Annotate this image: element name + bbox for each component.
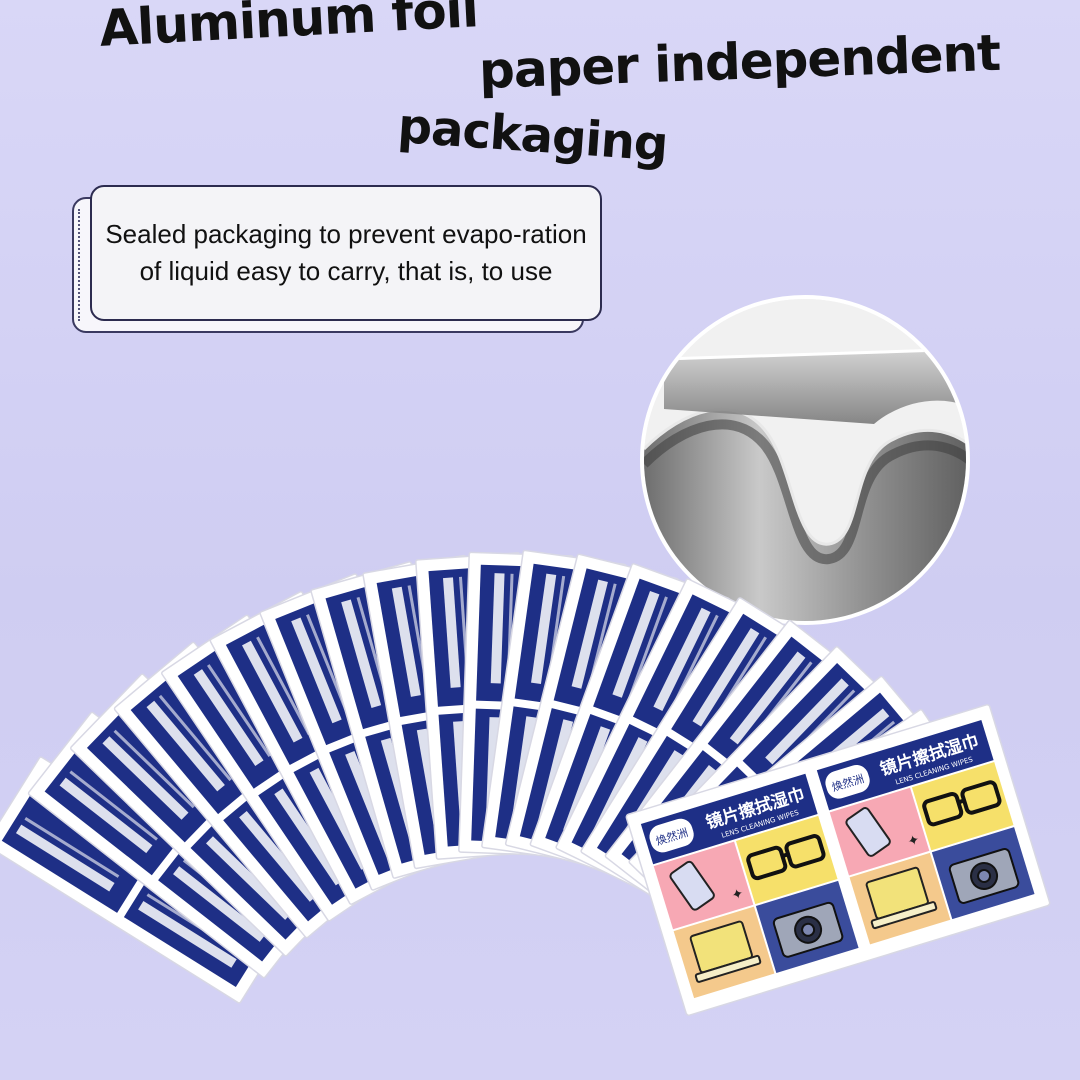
phone-icon: [669, 860, 715, 911]
note-text: Sealed packaging to prevent evapo-ration…: [105, 219, 587, 286]
note-card: Sealed packaging to prevent evapo-ration…: [90, 185, 602, 321]
sparkle-icon: ✦: [905, 831, 921, 850]
sparkle-icon: ✦: [729, 884, 745, 903]
camera-icon: [772, 901, 844, 958]
camera-icon: [948, 848, 1020, 904]
laptop-icon: [865, 866, 938, 930]
aluminum-foil-photo: [640, 295, 970, 625]
glasses-icon: [746, 834, 826, 881]
front-packet: 焕然洲 镜片擦拭湿巾 LENS CLEANING WIPES ✦ 焕然洲 镜片擦…: [625, 704, 1051, 1016]
glasses-icon: [922, 780, 1002, 827]
phone-icon: [845, 807, 891, 857]
laptop-icon: [689, 920, 762, 983]
